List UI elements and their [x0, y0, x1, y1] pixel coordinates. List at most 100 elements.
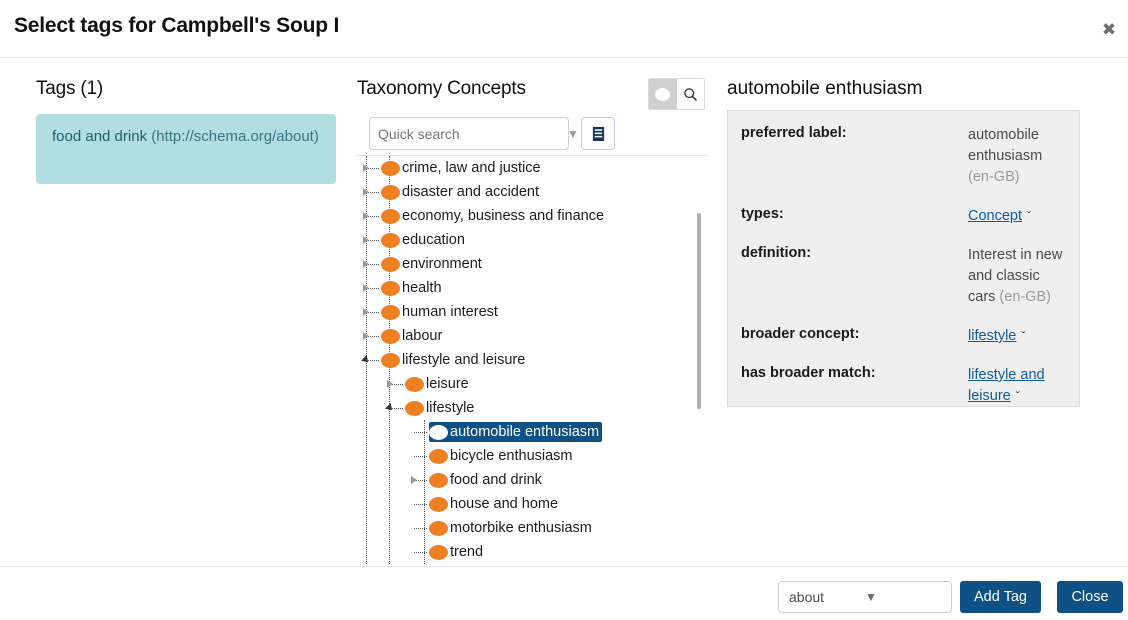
tree-node[interactable]: motorbike enthusiasm	[356, 516, 708, 540]
concept-detail-card: preferred label: automobile enthusiasm (e…	[727, 110, 1080, 407]
tree-node-body[interactable]: human interest	[381, 302, 501, 322]
collapse-triangle-icon[interactable]	[384, 402, 395, 413]
tree-node[interactable]: environment	[356, 252, 708, 276]
detail-row-value: automobile enthusiasm (en-GB)	[968, 125, 1063, 188]
tree-scrollbar[interactable]	[697, 213, 701, 409]
tree-node[interactable]: human interest	[356, 300, 708, 324]
tree-node-body[interactable]: motorbike enthusiasm	[429, 518, 595, 538]
tree-node-body[interactable]: economy, business and finance	[381, 206, 607, 226]
detail-row: definition:Interest in new and classic c…	[736, 245, 1063, 308]
tree-node-label: food and drink	[450, 472, 542, 488]
concept-view-toggle[interactable]	[649, 79, 677, 109]
tree-node-body[interactable]: disaster and accident	[381, 182, 542, 202]
tree-node[interactable]: crime, law and justice	[356, 156, 708, 180]
tree-node[interactable]: labour	[356, 324, 708, 348]
tree-node[interactable]: automobile enthusiasm	[356, 420, 708, 444]
detail-value-link[interactable]: lifestyle and leisure	[968, 367, 1045, 404]
detail-value-link[interactable]: Concept	[968, 208, 1023, 224]
detail-row-label: preferred label:	[741, 125, 847, 141]
tree-connector	[414, 552, 427, 553]
tree-node[interactable]: economy, business and finance	[356, 204, 708, 228]
relation-select[interactable]: about ▼	[778, 581, 952, 613]
tree-node[interactable]: health	[356, 276, 708, 300]
chevron-down-icon[interactable]: ˇ	[1021, 329, 1026, 343]
tree-node[interactable]: lifestyle	[356, 396, 708, 420]
search-input[interactable]	[370, 125, 567, 142]
search-view-toggle[interactable]	[676, 79, 704, 109]
tag-chip[interactable]: food and drink (http://schema.org/about)	[36, 114, 336, 184]
concept-ellipse-icon	[381, 352, 400, 368]
expand-triangle-icon[interactable]	[360, 234, 371, 245]
expand-triangle-icon[interactable]	[360, 186, 371, 197]
tree-node[interactable]: leisure	[356, 372, 708, 396]
expand-triangle-icon[interactable]	[408, 474, 419, 485]
expand-triangle-icon[interactable]	[360, 282, 371, 293]
close-icon[interactable]: ✖	[1101, 19, 1117, 40]
concept-ellipse-icon	[381, 304, 400, 320]
tree-node-body[interactable]: food and drink	[429, 470, 545, 490]
concept-ellipse-icon	[381, 328, 400, 344]
concept-ellipse-icon	[381, 160, 400, 176]
concept-ellipse-icon	[381, 280, 400, 296]
tree-node[interactable]: lifestyle and leisure	[356, 348, 708, 372]
add-tag-button[interactable]: Add Tag	[960, 581, 1041, 613]
tree-node[interactable]: trend	[356, 540, 708, 564]
tree-node-body[interactable]: education	[381, 230, 468, 250]
triangle-glyph	[362, 283, 369, 292]
tree-node-label: motorbike enthusiasm	[450, 520, 592, 536]
tree-node-selected[interactable]: automobile enthusiasm	[429, 422, 603, 442]
triangle-glyph	[386, 379, 393, 388]
tree-node[interactable]: house and home	[356, 492, 708, 516]
close-button[interactable]: Close	[1057, 581, 1123, 613]
detail-value-link[interactable]: lifestyle	[968, 328, 1017, 344]
expand-triangle-icon[interactable]	[360, 210, 371, 221]
detail-value-text: Interest in new and classic cars	[968, 247, 1063, 305]
tree-node-body[interactable]: bicycle enthusiasm	[429, 446, 576, 466]
taxonomy-tree[interactable]: crime, law and justice disaster and accid…	[356, 156, 708, 565]
tree-node-body[interactable]: environment	[381, 254, 485, 274]
tree-node-body[interactable]: leisure	[405, 374, 472, 394]
detail-row-label: broader concept:	[741, 326, 860, 342]
dialog-footer: about ▼ Add Tag Close	[0, 566, 1128, 620]
detail-row-value: Interest in new and classic cars (en-GB)	[968, 245, 1063, 308]
concept-ellipse-icon	[655, 87, 671, 101]
chevron-down-icon[interactable]: ˇ	[1027, 209, 1032, 223]
book-button[interactable]	[581, 117, 615, 150]
tree-connector	[414, 504, 427, 505]
tree-node-body[interactable]: health	[381, 278, 445, 298]
tree-node[interactable]: disaster and accident	[356, 180, 708, 204]
concept-ellipse-icon	[429, 472, 448, 488]
tree-node[interactable]: bicycle enthusiasm	[356, 444, 708, 468]
tree-node-body[interactable]: trend	[429, 542, 486, 562]
quick-search-combobox[interactable]: ▼	[369, 117, 579, 150]
language-tag: (en-GB)	[995, 289, 1051, 305]
expand-triangle-icon[interactable]	[360, 162, 371, 173]
tree-node-body[interactable]: labour	[381, 326, 445, 346]
detail-value-text: automobile enthusiasm	[968, 127, 1043, 164]
collapse-triangle-icon[interactable]	[360, 354, 371, 365]
expand-triangle-icon[interactable]	[360, 258, 371, 269]
expand-triangle-icon[interactable]	[360, 306, 371, 317]
concept-detail-title: automobile enthusiasm	[727, 78, 923, 99]
concept-ellipse-icon	[429, 424, 448, 440]
tag-chip-label: food and drink	[52, 128, 148, 145]
tree-node-label: automobile enthusiasm	[450, 424, 600, 440]
book-icon	[592, 126, 604, 141]
expand-triangle-icon[interactable]	[384, 378, 395, 389]
chevron-down-icon[interactable]: ˇ	[1015, 389, 1020, 403]
concept-ellipse-icon	[381, 208, 400, 224]
tree-node-body[interactable]: crime, law and justice	[381, 158, 544, 178]
tree-node-body[interactable]: lifestyle	[405, 398, 477, 418]
expand-triangle-icon[interactable]	[360, 330, 371, 341]
chevron-down-icon[interactable]: ▼	[567, 126, 579, 141]
tree-node-body[interactable]: house and home	[429, 494, 561, 514]
tree-node-label: lifestyle	[426, 400, 475, 416]
triangle-glyph	[384, 402, 395, 413]
tree-connector	[366, 360, 379, 361]
tree-node[interactable]: education	[356, 228, 708, 252]
concept-ellipse-icon	[405, 376, 424, 392]
tree-node-body[interactable]: lifestyle and leisure	[381, 350, 528, 370]
tree-node[interactable]: food and drink	[356, 468, 708, 492]
detail-row-label: types:	[741, 206, 784, 222]
